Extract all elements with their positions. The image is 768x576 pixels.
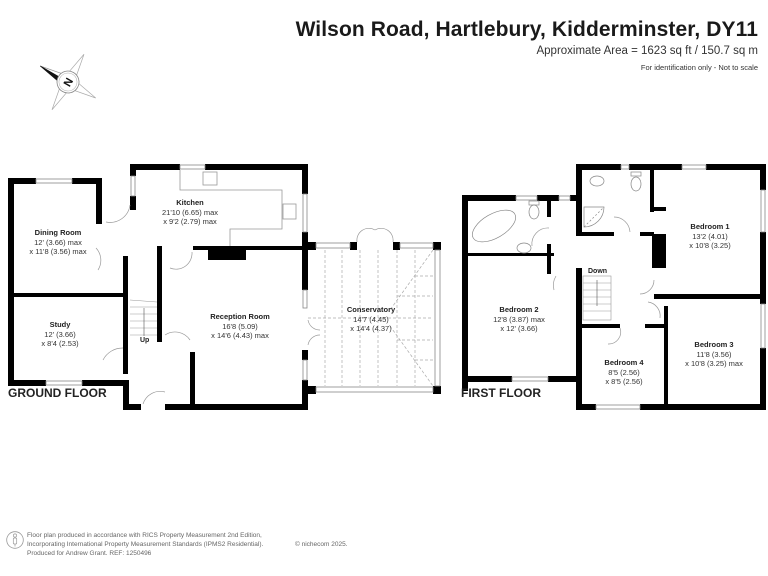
room-kitchen: Kitchen 21'10 (6.65) max x 9'2 (2.79) ma… <box>161 198 219 226</box>
room-study: Study 12' (3.66) x 8'4 (2.53) <box>41 320 79 348</box>
first-floor-walls <box>462 164 766 410</box>
room-bedroom-1: Bedroom 1 13'2 (4.01) x 10'8 (3.25) <box>689 222 731 250</box>
room-bedroom-2: Bedroom 2 12'8 (3.87) max x 12' (3.66) <box>493 305 545 333</box>
first-floor-stairs <box>582 275 612 321</box>
person-measurement-icon <box>6 531 24 549</box>
room-bedroom-3: Bedroom 3 11'8 (3.56) x 10'8 (3.25) max <box>685 340 743 368</box>
first-floor-label: FIRST FLOOR <box>461 386 541 400</box>
compass-north-icon <box>40 54 96 110</box>
room-reception-room: Reception Room 16'8 (5.09) x 14'6 (4.43)… <box>210 312 270 340</box>
ground-stairs <box>129 299 158 336</box>
room-dining-room: Dining Room 12' (3.66) max x 11'8 (3.56)… <box>29 228 87 256</box>
bathroom-fixtures <box>472 171 642 254</box>
ground-floor-walls <box>8 164 441 410</box>
stairs-up-label: Up <box>140 337 150 344</box>
copyright: © nichecom 2025. <box>295 541 348 548</box>
room-conservatory: Conservatory 14'7 (4.45) x 14'4 (4.37) <box>346 305 396 333</box>
footer-notes: Floor plan produced in accordance with R… <box>27 532 348 557</box>
scale-disclaimer: For identification only - Not to scale <box>640 63 758 72</box>
stairs-down-label: Down <box>588 268 608 275</box>
ground-floor-label: GROUND FLOOR <box>8 386 107 400</box>
approximate-area: Approximate Area = 1623 sq ft / 150.7 sq… <box>536 45 758 57</box>
property-address-title: Wilson Road, Hartlebury, Kidderminster, … <box>295 18 758 41</box>
room-bedroom-4: Bedroom 4 8'5 (2.56) x 8'5 (2.56) <box>604 358 644 386</box>
